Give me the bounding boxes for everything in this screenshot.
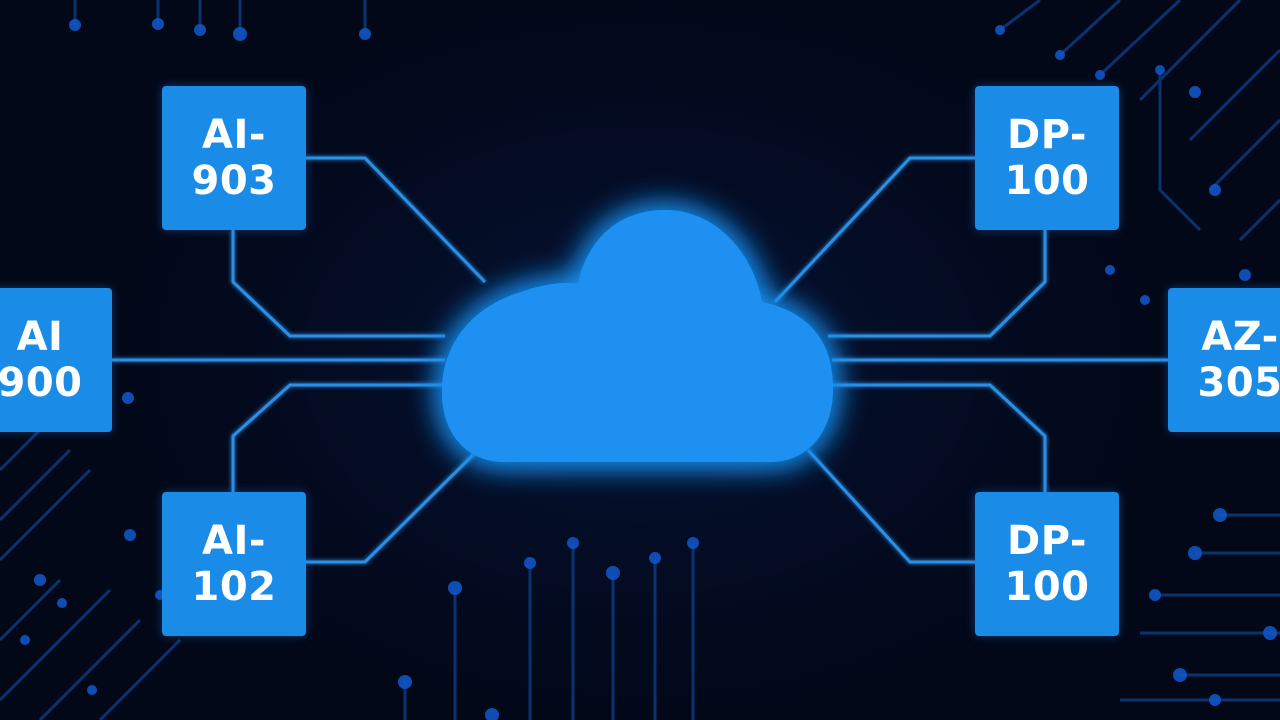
node-label-line2: 100 <box>1004 564 1090 610</box>
node-label-line1: AZ- <box>1201 314 1279 360</box>
node-dp-100-bottom: DP- 100 <box>975 492 1119 636</box>
node-label-line1: AI- <box>202 112 266 158</box>
node-ai-903: AI- 903 <box>162 86 306 230</box>
connector-ai903-b <box>231 230 445 338</box>
node-label-line2: 903 <box>191 158 277 204</box>
connector-ai102-b <box>305 448 480 564</box>
node-label-line1: AI- <box>202 518 266 564</box>
cloud-icon <box>442 210 833 462</box>
connector-dp100-top-a <box>773 156 975 304</box>
connector-dp100-bottom-b <box>806 448 975 564</box>
connector-lines <box>112 156 1168 564</box>
connector-ai102-a <box>231 383 445 492</box>
node-ai-900: AI 900 <box>0 288 112 432</box>
node-label-line1: DP- <box>1007 112 1087 158</box>
node-label-line1: AI <box>16 314 64 360</box>
connector-dp100-top-b <box>828 230 1047 338</box>
node-ai-102: AI- 102 <box>162 492 306 636</box>
circuit-nodes <box>20 18 1277 720</box>
node-label-line1: DP- <box>1007 518 1087 564</box>
node-label-line2: 100 <box>1004 158 1090 204</box>
node-dp-100-top: DP- 100 <box>975 86 1119 230</box>
node-label-line2: 102 <box>191 564 277 610</box>
connector-ai903-a <box>305 156 487 284</box>
node-label-line2: 305 <box>1197 360 1280 406</box>
connector-dp100-bottom-a <box>832 383 1047 492</box>
node-label-line2: 900 <box>0 360 83 406</box>
node-az-305: AZ- 305 <box>1168 288 1280 432</box>
